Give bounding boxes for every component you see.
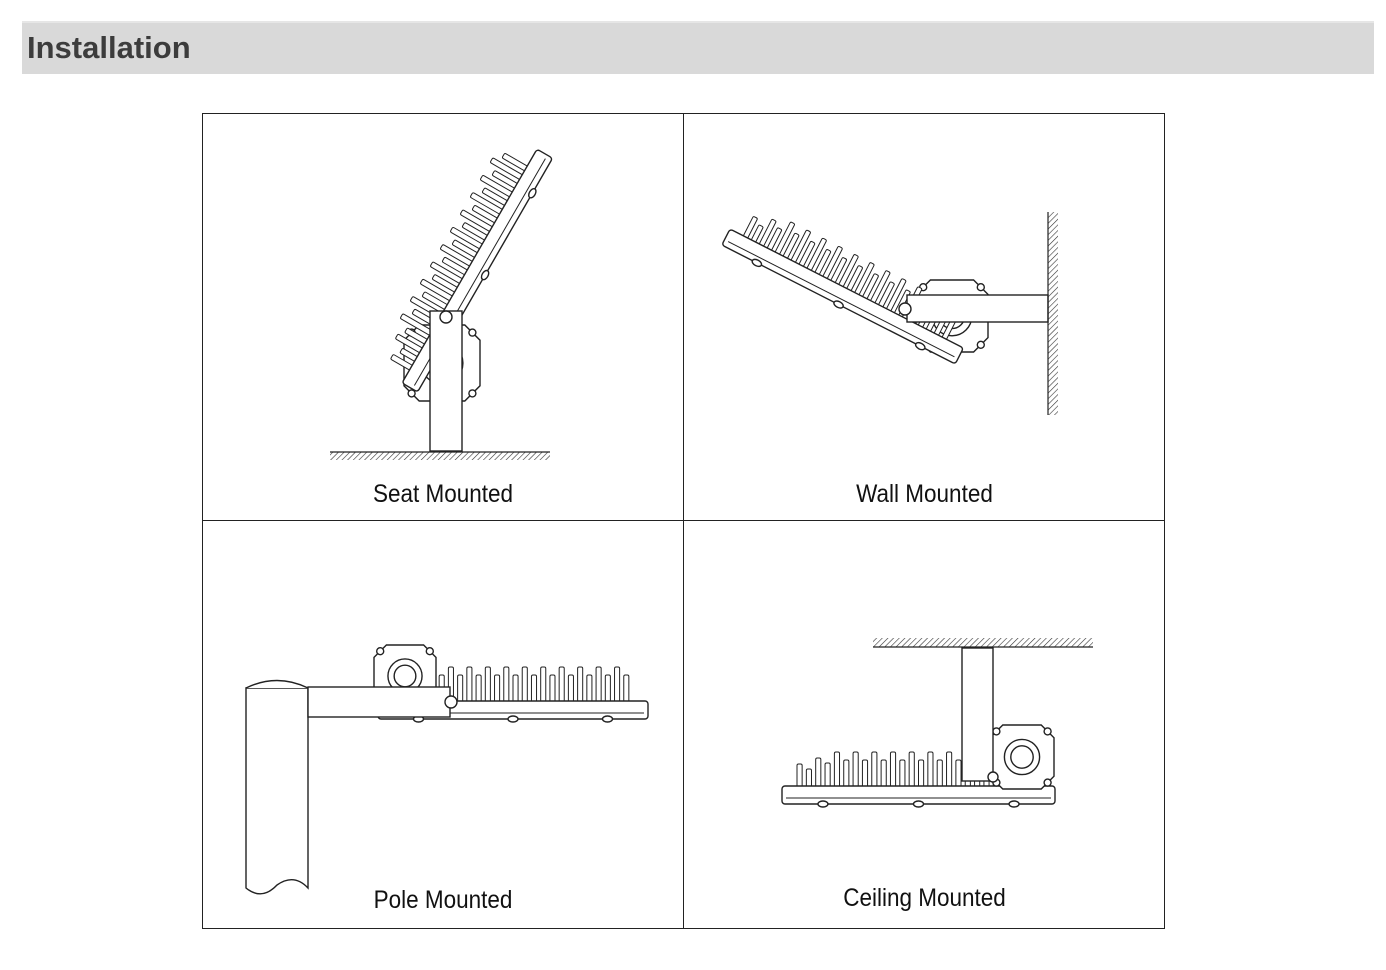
hub-ring-inner	[393, 664, 417, 688]
heatsink-fin	[889, 751, 897, 789]
section-header: Installation	[22, 21, 1374, 74]
pivot-bolt	[898, 302, 912, 316]
hub-bolt	[468, 328, 477, 337]
screw	[601, 715, 614, 723]
pivot-bolt	[987, 771, 999, 783]
heatsink-fin	[843, 759, 850, 789]
mount-post	[429, 310, 463, 452]
hub-bolt	[976, 282, 985, 292]
heatsink-fin	[899, 759, 906, 789]
screw	[507, 715, 519, 723]
pole-mounted-illustration	[245, 644, 649, 895]
hub-ring-inner	[1010, 745, 1034, 769]
heatsink-fin	[614, 666, 621, 704]
heatsink-fin	[475, 674, 482, 704]
heatsink-fin	[595, 666, 602, 704]
heatsink-fin	[604, 674, 611, 704]
heatsink-fin	[577, 666, 584, 704]
pole-cap	[245, 679, 309, 689]
mount-arm	[307, 686, 451, 718]
screw	[914, 341, 926, 351]
pivot-bolt	[444, 695, 458, 709]
mount-arm	[906, 294, 1049, 323]
floodlight-fixture	[781, 751, 1056, 808]
heatsink-fin	[623, 674, 630, 704]
hub-bolt	[1043, 778, 1052, 787]
heatsink-fin	[466, 666, 473, 704]
screw	[480, 269, 490, 281]
hub-bolt	[425, 647, 435, 656]
panel-ceiling-mounted: Ceiling Mounted	[684, 521, 1165, 928]
hub-bolt	[407, 389, 416, 398]
seat-mounted-illustration	[330, 149, 553, 460]
heatsink-fin	[861, 759, 869, 789]
wall-hatch	[1048, 212, 1058, 415]
screw	[912, 800, 925, 808]
heatsink-fin	[586, 674, 593, 704]
section-title: Installation	[27, 30, 191, 65]
heatsink-fin	[815, 757, 822, 789]
heatsink-fin	[833, 751, 841, 789]
heatsink-fin	[457, 674, 464, 704]
heatsink-fin	[503, 666, 510, 704]
screw	[1008, 800, 1020, 808]
heatsink-fin	[796, 763, 803, 789]
installation-diagram-grid: Seat Mounted Wall Mounted Pole Mounted C…	[202, 113, 1165, 929]
ground-hatch	[330, 452, 550, 460]
heatsink-fin	[824, 762, 831, 789]
lens-line	[727, 241, 955, 358]
ceiling-hatch	[873, 638, 1093, 647]
screw	[751, 258, 763, 268]
panel-caption: Pole Mounted	[373, 886, 513, 914]
heatsink-fin	[567, 674, 574, 704]
heatsink-fin	[512, 674, 519, 704]
panel-caption: Ceiling Mounted	[843, 884, 1006, 912]
fixture-illustrations	[245, 149, 1093, 895]
heatsink-fin	[805, 768, 812, 789]
heatsink-fin	[521, 666, 528, 704]
hub-bolt	[992, 727, 1001, 736]
panel-pole-mounted: Pole Mounted	[203, 521, 684, 928]
heatsink-fin	[927, 751, 934, 789]
screw	[817, 800, 829, 808]
mount-post	[961, 647, 994, 782]
hub-bolt	[976, 340, 985, 350]
wall-mounted-illustration	[722, 212, 1058, 415]
heatsink-fin	[908, 751, 915, 789]
heatsink-fin	[918, 759, 925, 789]
heatsink-fin	[880, 759, 887, 789]
hub-bolt	[375, 647, 385, 656]
heatsink-fin	[540, 666, 547, 704]
hub-bolt	[468, 389, 477, 398]
floodlight-fixture	[722, 216, 964, 364]
heatsink-fin	[558, 666, 565, 704]
heatsink-fin	[549, 674, 556, 704]
pole	[245, 687, 309, 895]
panel-caption: Wall Mounted	[856, 480, 993, 508]
heatsink-fin	[955, 759, 962, 789]
panel-wall-mounted: Wall Mounted	[684, 114, 1165, 521]
heatsink-fin	[852, 751, 859, 789]
pivot-bolt	[439, 310, 453, 324]
heatsink-fin	[484, 666, 491, 704]
panel-seat-mounted: Seat Mounted	[203, 114, 684, 521]
hub-bolt	[1043, 727, 1052, 736]
ceiling-mounted-illustration	[781, 638, 1093, 808]
heatsink-fin	[936, 759, 943, 789]
screw	[833, 300, 844, 309]
screw	[528, 187, 537, 199]
heatsink-fin	[530, 674, 538, 704]
heatsink-fin	[494, 674, 501, 704]
panel-caption: Seat Mounted	[372, 480, 514, 508]
heatsink-fin	[946, 751, 953, 789]
heatsink-fin	[871, 751, 878, 789]
